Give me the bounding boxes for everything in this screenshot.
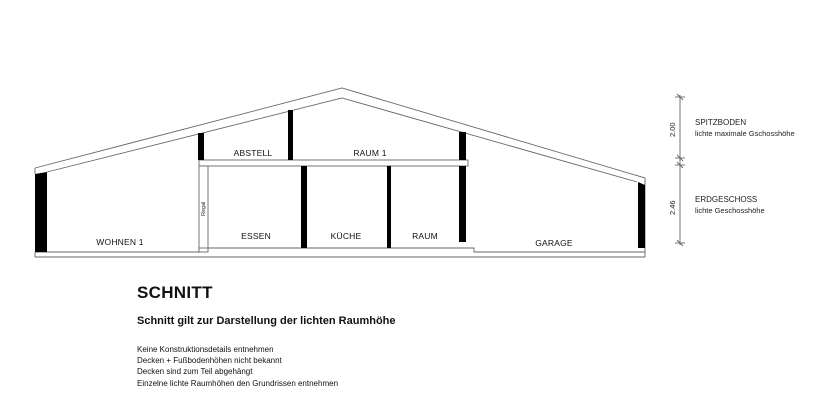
- wall-left: [35, 172, 47, 252]
- floor-line: [35, 247, 645, 253]
- upper-slab: [198, 159, 469, 167]
- room-label-garage: GARAGE: [535, 238, 573, 248]
- level-upper-title: SPITZBODEN: [695, 118, 747, 127]
- note-item: Einzelne lichte Raumhöhen den Grundrisse…: [137, 378, 339, 388]
- wall-kueche-raum: [387, 166, 391, 248]
- room-label-wohnen: WOHNEN 1: [96, 237, 144, 247]
- wall-essen-kueche: [301, 166, 307, 248]
- room-label-essen: ESSEN: [241, 231, 271, 241]
- room-label-raum: RAUM: [412, 231, 438, 241]
- section-subtitle: Schnitt gilt zur Darstellung der lichten…: [137, 315, 396, 327]
- room-label-abstell: ABSTELL: [233, 148, 273, 158]
- level-lower-title: ERDGESCHOSS: [695, 195, 758, 204]
- section-title: SCHNITT: [137, 283, 213, 302]
- note-item: Decken + Fußbodenhöhen nicht bekannt: [137, 356, 282, 366]
- roof-outer-line: [34, 87, 646, 190]
- dimension-upper: 2.00: [668, 122, 677, 137]
- regal-label: Regal: [201, 201, 207, 216]
- note-item: Decken sind zum Teil abgehängt: [137, 367, 253, 377]
- room-label-raum1: RAUM 1: [353, 148, 387, 158]
- wall-abstell-right: [288, 110, 293, 160]
- note-item: Keine Konstruktionsdetails entnehmen: [137, 345, 274, 354]
- regal-column: [198, 165, 209, 253]
- roof-inner-line: [46, 97, 638, 183]
- dimension-lower: 2.46: [668, 200, 677, 215]
- wall-abstell-left: [198, 133, 204, 160]
- wall-raum-garage: [459, 166, 466, 242]
- level-lower-subtitle: lichte Geschosshöhe: [695, 206, 765, 215]
- room-label-kueche: KÜCHE: [330, 231, 362, 241]
- level-upper-subtitle: lichte maximale Gschosshöhe: [695, 129, 795, 138]
- notes-list: Keine Konstruktionsdetails entnehmen Dec…: [137, 344, 338, 389]
- wall-raum-garage-upper: [459, 132, 466, 160]
- wall-right: [638, 182, 645, 248]
